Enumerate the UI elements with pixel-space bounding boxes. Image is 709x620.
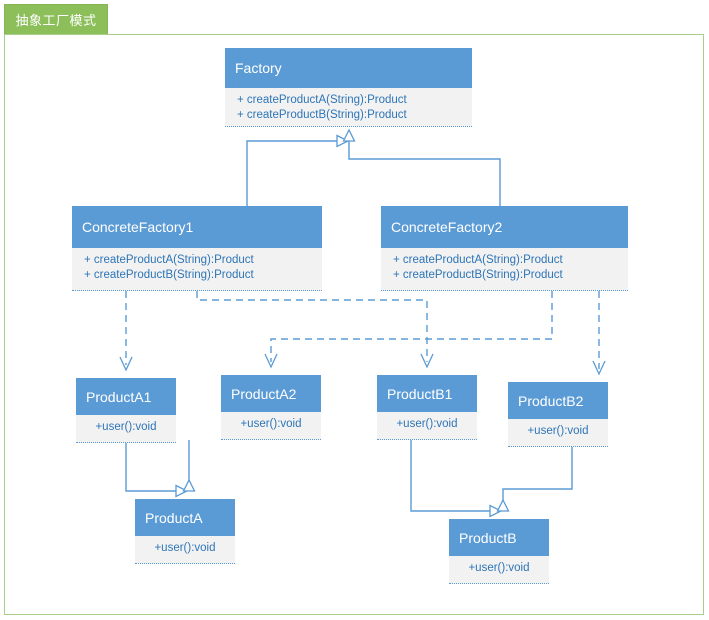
uml-method-row: +user():void	[240, 418, 302, 430]
uml-class-product-b[interactable]: ProductB +user():void	[449, 519, 549, 584]
uml-class-product-b1[interactable]: ProductB1 +user():void	[377, 375, 477, 440]
uml-class-methods-product-b: +user():void	[449, 556, 549, 584]
uml-method-row: + createProductB(String):Product	[393, 269, 563, 281]
diagram-tab-label: 抽象工厂模式	[15, 14, 97, 29]
uml-method-row: + createProductA(String):Product	[393, 254, 563, 266]
uml-class-methods-product-a1: +user():void	[76, 415, 176, 443]
uml-method-row: +user():void	[527, 425, 589, 437]
uml-method-row: +user():void	[95, 421, 157, 433]
uml-class-product-b2[interactable]: ProductB2 +user():void	[508, 382, 608, 447]
diagram-tab[interactable]: 抽象工厂模式	[4, 4, 108, 35]
uml-method-row: +user():void	[468, 562, 530, 574]
uml-class-name-factory: Factory	[225, 48, 472, 88]
uml-class-methods-product-a2: +user():void	[221, 412, 321, 440]
uml-method-row: +user():void	[396, 418, 458, 430]
uml-class-concrete-factory-2[interactable]: ConcreteFactory2+ createProductA(String)…	[381, 206, 628, 291]
uml-method-row: + createProductB(String):Product	[237, 109, 407, 121]
uml-class-product-a2[interactable]: ProductA2 +user():void	[221, 375, 321, 440]
uml-class-name-concrete-factory-2: ConcreteFactory2	[381, 206, 628, 248]
uml-class-factory[interactable]: Factory+ createProductA(String):Product+…	[225, 48, 472, 127]
uml-method-row: +user():void	[154, 542, 216, 554]
uml-class-name-concrete-factory-1: ConcreteFactory1	[72, 206, 322, 248]
uml-class-methods-product-b1: +user():void	[377, 412, 477, 440]
uml-class-methods-concrete-factory-2: + createProductA(String):Product + create…	[381, 248, 628, 291]
uml-class-methods-factory: + createProductA(String):Product + create…	[225, 88, 472, 127]
uml-class-product-a1[interactable]: ProductA1 +user():void	[76, 378, 176, 443]
uml-method-row: + createProductA(String):Product	[84, 254, 254, 266]
uml-method-row: + createProductA(String):Product	[237, 94, 407, 106]
uml-class-name-product-b2: ProductB2	[508, 382, 608, 419]
uml-class-name-product-a: ProductA	[135, 499, 235, 536]
uml-class-name-product-b1: ProductB1	[377, 375, 477, 412]
uml-class-product-a[interactable]: ProductA +user():void	[135, 499, 235, 564]
uml-method-row: + createProductB(String):Product	[84, 269, 254, 281]
uml-class-concrete-factory-1[interactable]: ConcreteFactory1+ createProductA(String)…	[72, 206, 322, 291]
uml-class-name-product-a1: ProductA1	[76, 378, 176, 415]
uml-class-name-product-b: ProductB	[449, 519, 549, 556]
uml-class-methods-product-b2: +user():void	[508, 419, 608, 447]
uml-class-name-product-a2: ProductA2	[221, 375, 321, 412]
uml-class-methods-product-a: +user():void	[135, 536, 235, 564]
uml-class-methods-concrete-factory-1: + createProductA(String):Product + create…	[72, 248, 322, 291]
